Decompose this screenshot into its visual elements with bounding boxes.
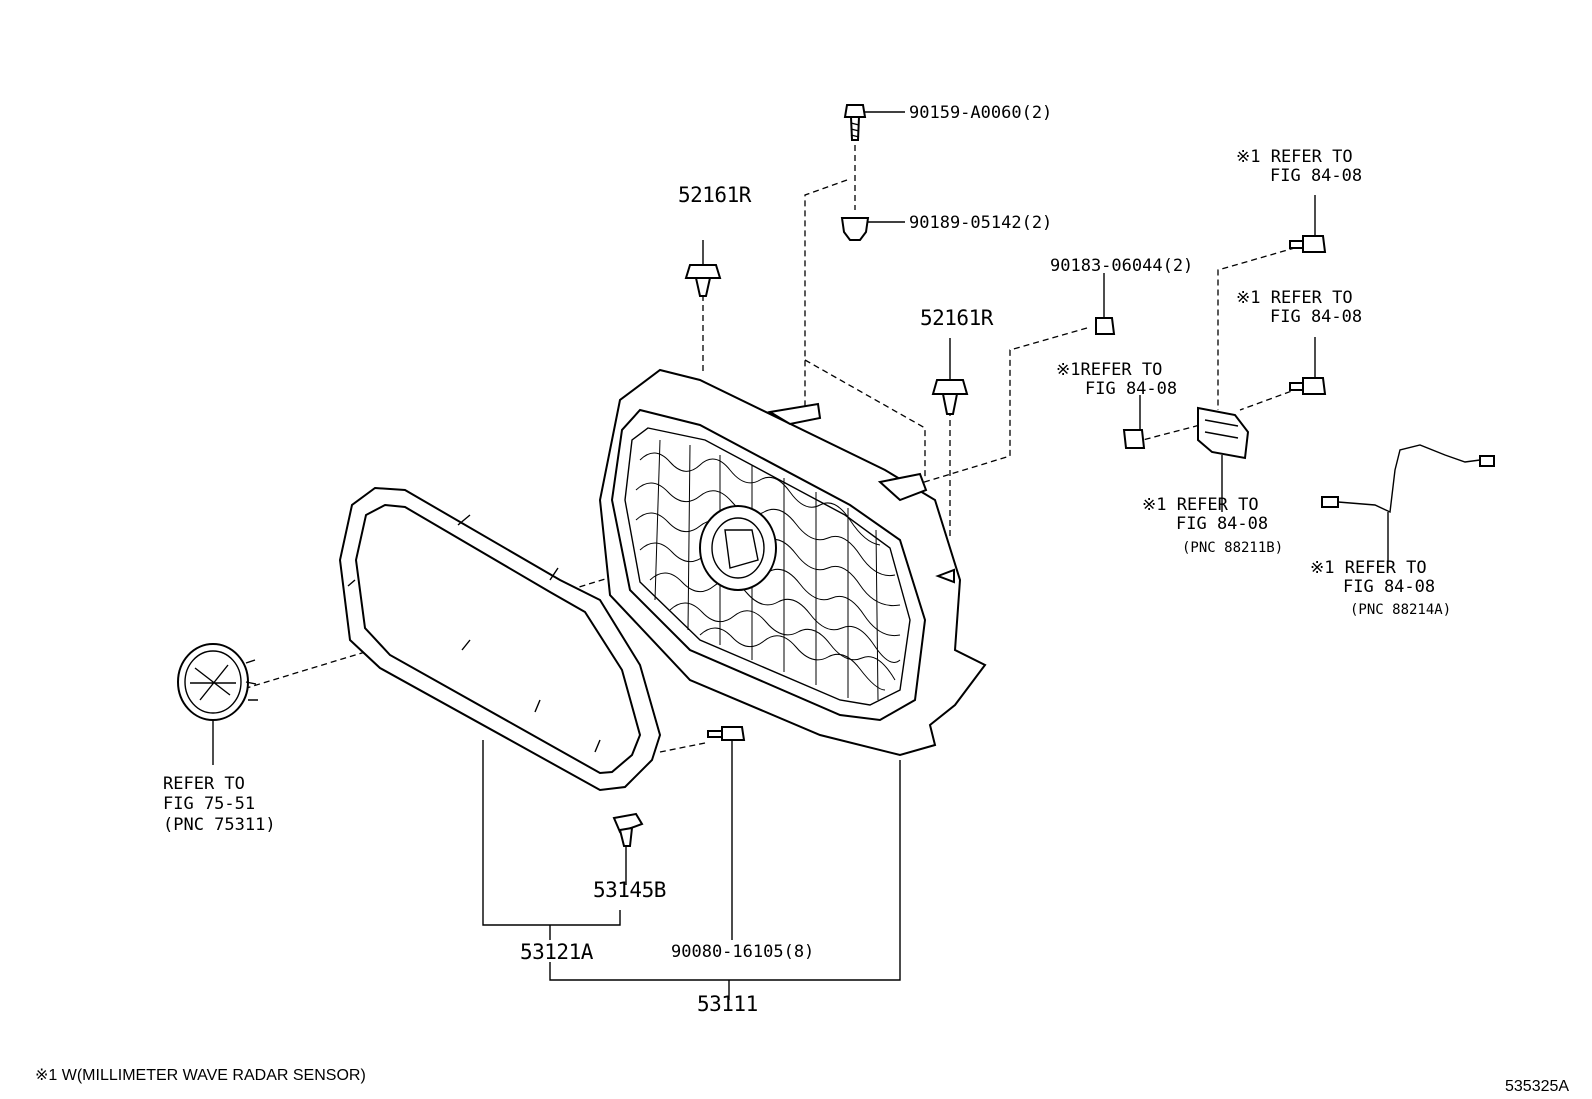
label-52161r-top: 52161R [678, 183, 752, 207]
label-ref-c-line2: FIG 84-08 [1085, 379, 1177, 399]
label-ref-b-line2: FIG 84-08 [1270, 307, 1362, 327]
radar-sensor [1197, 406, 1250, 512]
label-53121a: 53121A [520, 940, 594, 964]
label-90183: 90183-06044(2) [1050, 256, 1193, 276]
label-53111: 53111 [697, 992, 758, 1016]
clip-52161r-top [684, 240, 722, 297]
bolt-ref-b [1289, 337, 1327, 395]
clip-52161r-mid [931, 338, 969, 415]
nut-ref-c [1122, 395, 1146, 449]
bolt-90080 [707, 726, 746, 940]
label-ref-a-line2: FIG 84-08 [1270, 166, 1362, 186]
label-90159: 90159-A0060(2) [909, 103, 1052, 123]
bracket-leaders [482, 740, 901, 1000]
label-90080: 90080-16105(8) [671, 942, 814, 962]
figure-id: 535325A [1505, 1078, 1569, 1095]
emblem [177, 643, 258, 765]
radar-wire-harness [1321, 444, 1495, 570]
label-52161r-mid: 52161R [920, 306, 994, 330]
label-ref-a-line1: ※1 REFER TO [1236, 147, 1353, 167]
label-ref-d-line2: FIG 84-08 [1176, 514, 1268, 534]
label-ref-c-line1: ※1REFER TO [1056, 360, 1162, 380]
label-ref-75-line1: REFER TO [163, 774, 245, 794]
label-ref-d-line1: ※1 REFER TO [1142, 495, 1259, 515]
clip-53145b [612, 812, 644, 885]
radiator-grille [598, 368, 987, 757]
label-ref-d-line3: (PNC 88211B) [1182, 540, 1283, 556]
label-ref-e-line2: FIG 84-08 [1343, 577, 1435, 597]
label-90189: 90189-05142(2) [909, 213, 1052, 233]
label-ref-e-line1: ※1 REFER TO [1310, 558, 1427, 578]
grille-frame [338, 486, 662, 792]
label-ref-e-line3: (PNC 88214A) [1350, 602, 1451, 618]
label-53145b: 53145B [593, 878, 666, 902]
label-ref-b-line1: ※1 REFER TO [1236, 288, 1353, 308]
label-ref-75-line2: FIG 75-51 [163, 794, 255, 814]
nut-90189 [840, 217, 905, 241]
footnote: ※1 W(MILLIMETER WAVE RADAR SENSOR) [35, 1067, 366, 1084]
nut-90183 [1095, 273, 1116, 335]
bolt-90159 [843, 104, 905, 141]
bolt-ref-a [1289, 195, 1327, 253]
dashed-leaders [239, 125, 1306, 753]
label-ref-75-line3: (PNC 75311) [163, 815, 276, 835]
